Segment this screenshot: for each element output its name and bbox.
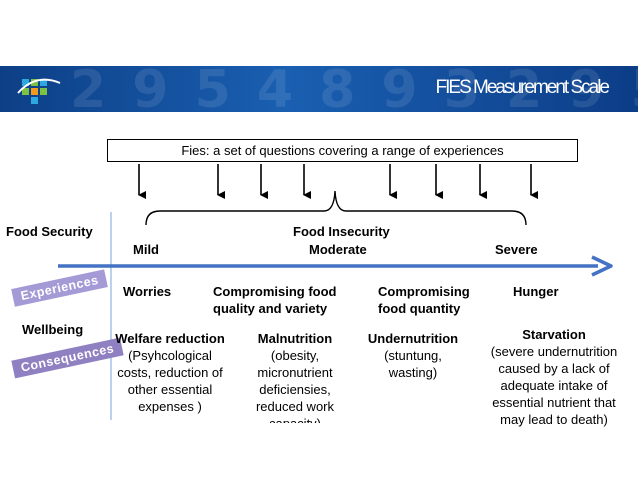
fies-description-box: Fies: a set of questions covering a rang… [107, 139, 578, 162]
experience-worries: Worries [123, 284, 172, 299]
banner-background-numbers: 2 9 5 4 8 9 3 2 9 5 6 2 [70, 66, 638, 112]
mild-label: Mild [133, 242, 159, 257]
experience-hunger: Hunger [513, 284, 559, 299]
consequence-welfare-title: Welfare reduction [115, 331, 225, 346]
wellbeing-label: Wellbeing [22, 322, 84, 337]
severe-label: Severe [495, 242, 538, 257]
logo-icon [17, 78, 61, 104]
header-banner: 2 9 5 4 8 9 3 2 9 5 6 2 FIES Measurement… [0, 66, 638, 112]
consequence-starvation-detail: (severe undernutrition caused by a lack … [490, 344, 618, 427]
consequence-welfare: Welfare reduction (Psyhcological costs, … [112, 330, 228, 415]
consequence-malnutrition: Malnutrition (obesity, micronutrient def… [243, 330, 347, 423]
consequence-malnutrition-title: Malnutrition [257, 331, 333, 346]
consequence-undernutrition: Undernutrition (stuntung, wasting) [360, 330, 466, 381]
down-arrows [138, 164, 538, 199]
food-security-label: Food Security [6, 224, 93, 239]
consequence-malnutrition-detail: (obesity, micronutrient deficiensies, re… [255, 348, 335, 423]
page-title: FIES Measurement Scale [435, 77, 610, 98]
consequence-welfare-detail: (Psyhcological costs, reduction of other… [117, 348, 223, 414]
consequence-undernutrition-detail: (stuntung, wasting) [384, 348, 442, 380]
severity-scale-arrowhead [591, 255, 613, 277]
experience-quantity: Compromising food quantity [378, 284, 470, 316]
consequence-starvation-title: Starvation [522, 327, 586, 342]
food-insecurity-label: Food Insecurity [293, 224, 390, 239]
consequence-undernutrition-title: Undernutrition [367, 331, 459, 346]
experience-quality: Compromising food quality and variety [213, 284, 337, 316]
consequence-starvation: Starvation (severe undernutrition caused… [482, 326, 626, 428]
food-insecurity-brace [145, 190, 527, 226]
moderate-label: Moderate [309, 242, 367, 257]
